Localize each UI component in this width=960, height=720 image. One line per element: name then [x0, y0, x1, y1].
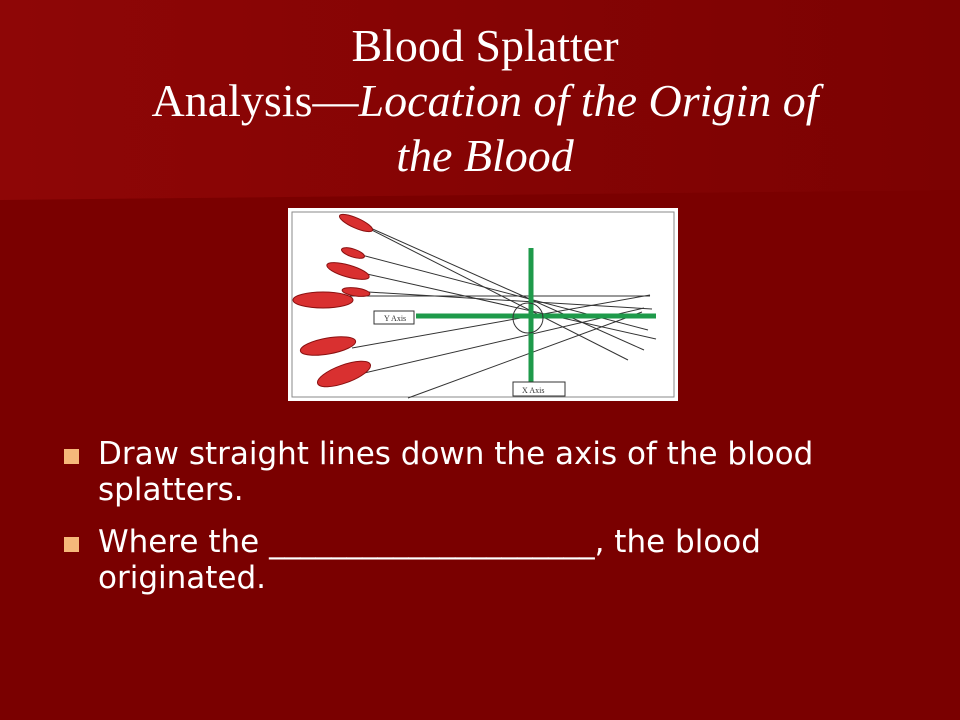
line-6 [367, 291, 653, 310]
blood-drops [292, 213, 374, 388]
square-bullet-icon [64, 449, 79, 464]
origin-circle [512, 302, 544, 334]
square-bullet-icon [64, 537, 79, 552]
drop-3 [326, 262, 370, 280]
y-axis-label: Y Axis [384, 314, 406, 323]
drop-2 [341, 247, 365, 259]
bullet-text-2: Where the _____________________, the blo… [98, 524, 761, 596]
drop-4 [341, 287, 371, 297]
x-axis-label: X Axis [522, 386, 544, 395]
title-plain: Analysis— [151, 75, 359, 126]
drop-7 [317, 360, 371, 388]
x-axis-label-box [512, 381, 566, 397]
diagram-svg: Y Axis X Axis [291, 211, 675, 399]
bullet-text-1: Draw straight lines down the axis of the… [98, 436, 814, 508]
blood-splatter-diagram: Y Axis X Axis [288, 208, 678, 401]
line-2 [347, 217, 629, 361]
title-line-3: the Blood [396, 130, 574, 181]
slide-title: Blood Splatter Analysis—Location of the … [60, 18, 910, 183]
diagram-frame [291, 211, 675, 398]
line-8 [359, 307, 645, 375]
y-axis-label-box [373, 310, 415, 325]
title-line-2: Analysis—Location of the Origin of [60, 73, 910, 128]
title-line-1: Blood Splatter [351, 20, 619, 71]
drop-5 [292, 291, 354, 309]
bullet-item-2: Where the _____________________, the blo… [62, 524, 922, 596]
title-italic: Location of the Origin of [358, 75, 819, 126]
drop-6 [299, 336, 357, 356]
line-4 [357, 271, 657, 340]
line-9 [407, 311, 643, 399]
trajectory-lines [344, 217, 657, 399]
drop-1 [338, 213, 374, 233]
line-1 [347, 217, 645, 351]
bullet-item-1: Draw straight lines down the axis of the… [62, 436, 922, 508]
line-7 [351, 294, 651, 349]
bullet-list: Draw straight lines down the axis of the… [62, 436, 922, 612]
